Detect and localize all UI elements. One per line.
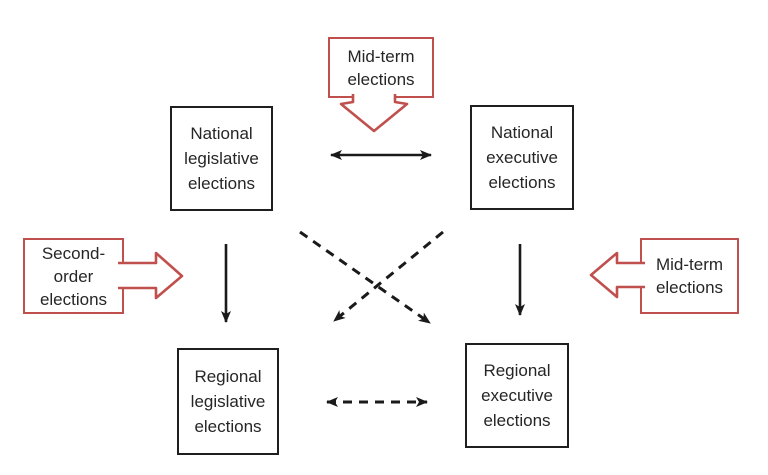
box-national-legislative-label: National legislative elections <box>184 124 259 193</box>
callout-midterm-top: Mid-term elections <box>328 37 434 98</box>
right-block-arrow-icon <box>118 251 184 300</box>
box-regional-executive-label: Regional executive elections <box>481 361 553 430</box>
callout-midterm-right: Mid-term elections <box>640 238 739 314</box>
box-regional-legislative: Regional legislative elections <box>177 348 279 455</box>
box-national-legislative: National legislative elections <box>170 106 273 211</box>
box-national-executive-label: National executive elections <box>486 123 558 192</box>
box-national-executive: National executive elections <box>470 105 574 210</box>
box-regional-legislative-label: Regional legislative elections <box>190 367 266 436</box>
callout-second-order-left-label: Second-order elections <box>39 243 108 309</box>
down-block-arrow-icon <box>339 94 409 133</box>
callout-midterm-top-label: Mid-term elections <box>347 46 415 89</box>
box-regional-executive: Regional executive elections <box>465 343 569 448</box>
callout-second-order-left: Second-order elections <box>23 238 124 314</box>
left-block-arrow-icon <box>589 251 645 299</box>
callout-midterm-right-label: Mid-term elections <box>655 255 724 297</box>
arrow-natexec-to-regleg-dashed <box>333 230 444 323</box>
arrow-natleg-to-regexec-dashed <box>299 230 431 325</box>
